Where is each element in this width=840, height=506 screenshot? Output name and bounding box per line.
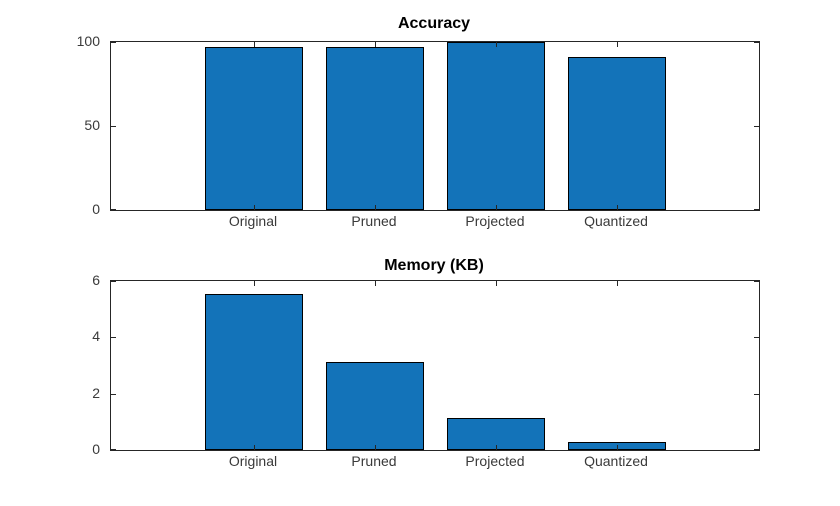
y-tick-label-4: 4	[92, 328, 100, 344]
accuracy-chart-title: Accuracy	[397, 15, 471, 32]
x-tick-mark	[496, 205, 497, 210]
x-tick-label-quantized: Quantized	[584, 213, 648, 229]
x-tick-mark	[254, 42, 255, 47]
memory-chart-title: Memory (KB)	[384, 257, 484, 274]
y-tick-label-50: 50	[84, 117, 100, 133]
y-tick-mark	[754, 281, 759, 282]
memory-plot-area	[110, 280, 760, 451]
bar-pruned	[325, 362, 424, 450]
x-tick-mark	[617, 445, 618, 450]
x-tick-label-original: Original	[228, 453, 278, 469]
y-tick-label-6: 6	[92, 272, 100, 288]
x-tick-mark	[496, 42, 497, 47]
y-tick-mark	[754, 126, 759, 127]
x-tick-mark	[617, 281, 618, 286]
y-tick-mark	[754, 449, 759, 450]
accuracy-plot-area	[110, 41, 760, 211]
y-tick-mark	[754, 337, 759, 338]
x-tick-label-original: Original	[228, 213, 278, 229]
x-tick-mark	[496, 281, 497, 286]
x-tick-mark	[254, 281, 255, 286]
x-tick-mark	[375, 445, 376, 450]
x-tick-label-projected: Projected	[465, 213, 525, 229]
y-tick-mark	[111, 337, 116, 338]
accuracy-y-axis-labels: 0 50 100	[0, 33, 100, 217]
accuracy-x-axis-labels: Original Pruned Projected Quantized	[110, 213, 758, 231]
y-tick-mark	[754, 209, 759, 210]
memory-y-axis-labels: 0 2 4 6	[0, 272, 100, 457]
y-tick-mark	[111, 449, 116, 450]
x-tick-mark	[375, 281, 376, 286]
bar-projected	[446, 418, 545, 450]
bar-original	[204, 47, 303, 210]
x-tick-label-pruned: Pruned	[351, 453, 397, 469]
y-tick-mark	[754, 394, 759, 395]
y-tick-mark	[111, 126, 116, 127]
y-tick-mark	[111, 209, 116, 210]
y-tick-mark	[111, 394, 116, 395]
bar-pruned	[325, 47, 424, 210]
y-tick-label-100: 100	[76, 33, 100, 49]
bar-quantized	[567, 442, 666, 450]
memory-x-axis-labels: Original Pruned Projected Quantized	[110, 453, 758, 471]
y-tick-mark	[111, 281, 116, 282]
x-tick-label-pruned: Pruned	[351, 213, 397, 229]
bar-quantized	[567, 57, 666, 210]
y-tick-label-2: 2	[92, 385, 100, 401]
x-tick-mark	[496, 445, 497, 450]
x-tick-mark	[254, 445, 255, 450]
bar-projected	[446, 42, 545, 210]
x-tick-mark	[375, 42, 376, 47]
x-tick-mark	[617, 205, 618, 210]
x-tick-label-projected: Projected	[465, 453, 525, 469]
y-tick-mark	[754, 42, 759, 43]
bar-original	[204, 294, 303, 450]
x-tick-mark	[254, 205, 255, 210]
y-tick-mark	[111, 42, 116, 43]
y-tick-label-0: 0	[92, 441, 100, 457]
x-tick-mark	[375, 205, 376, 210]
x-tick-label-quantized: Quantized	[584, 453, 648, 469]
y-tick-label-0: 0	[92, 201, 100, 217]
x-tick-mark	[617, 42, 618, 47]
